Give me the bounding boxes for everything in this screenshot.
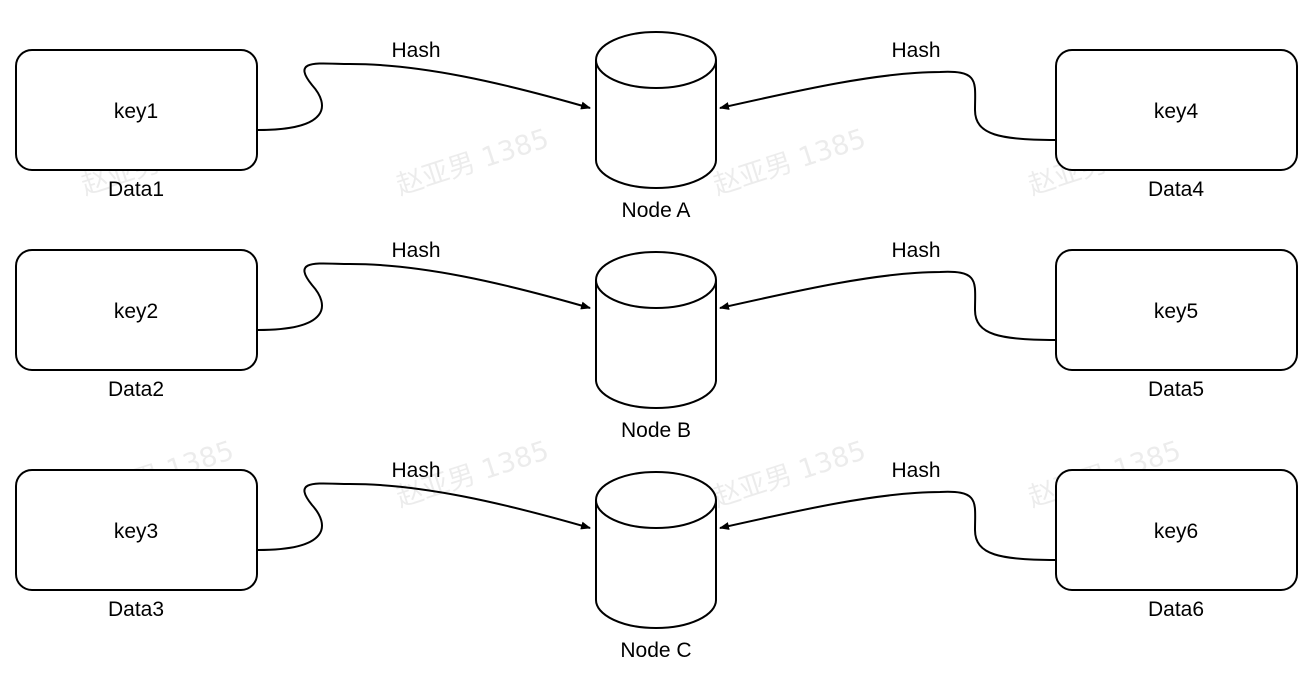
hash-label-left: Hash — [391, 459, 440, 482]
key-label-left: key2 — [114, 300, 158, 323]
key-box-right — [1055, 249, 1298, 371]
row-1: key1 Data1 Hash Node A Hash key4 Data4 — [15, 31, 1298, 222]
data-label-right: Data5 — [1148, 378, 1204, 401]
data-label-left: Data3 — [108, 598, 164, 621]
key-box-left — [15, 49, 258, 171]
row-3: key3 Data3 Hash Node C Hash key6 Data6 — [15, 459, 1298, 662]
key-box-right — [1055, 49, 1298, 171]
database-cylinder-top — [595, 471, 717, 529]
key-label-right: key6 — [1154, 520, 1198, 543]
hash-edge-left — [257, 482, 591, 551]
hash-edge-left — [257, 62, 591, 131]
hash-edge-right — [719, 270, 1057, 341]
key-label-left: key1 — [114, 100, 158, 123]
hash-label-left: Hash — [391, 239, 440, 262]
key-label-left: key3 — [114, 520, 158, 543]
watermark-text: 赵亚男 1385 — [710, 123, 870, 201]
node-label: Node C — [620, 639, 691, 662]
key-box-left — [15, 249, 258, 371]
row-2: key2 Data2 Hash Node B Hash key5 Data5 — [15, 239, 1298, 442]
database-cylinder-body — [595, 60, 717, 189]
key-label-right: key4 — [1154, 100, 1199, 123]
data-label-left: Data1 — [108, 178, 164, 201]
key-label-right: key5 — [1154, 300, 1198, 323]
data-label-left: Data2 — [108, 378, 164, 401]
hash-edge-right — [719, 490, 1057, 561]
hash-edge-right — [719, 70, 1057, 141]
hash-label-right: Hash — [891, 459, 940, 482]
database-cylinder-top — [595, 251, 717, 309]
key-box-left — [15, 469, 258, 591]
key-box-right — [1055, 469, 1298, 591]
node-label: Node A — [622, 199, 691, 222]
hash-label-right: Hash — [891, 239, 940, 262]
watermark-text: 赵亚男 1385 — [393, 123, 553, 201]
node-label: Node B — [621, 419, 691, 442]
data-label-right: Data4 — [1148, 178, 1204, 201]
database-cylinder-top — [595, 31, 717, 89]
hash-label-left: Hash — [391, 39, 440, 62]
hash-edge-left — [257, 262, 591, 331]
data-label-right: Data6 — [1148, 598, 1204, 621]
hash-label-right: Hash — [891, 39, 940, 62]
database-cylinder-body — [595, 500, 717, 629]
database-cylinder-body — [595, 280, 717, 409]
